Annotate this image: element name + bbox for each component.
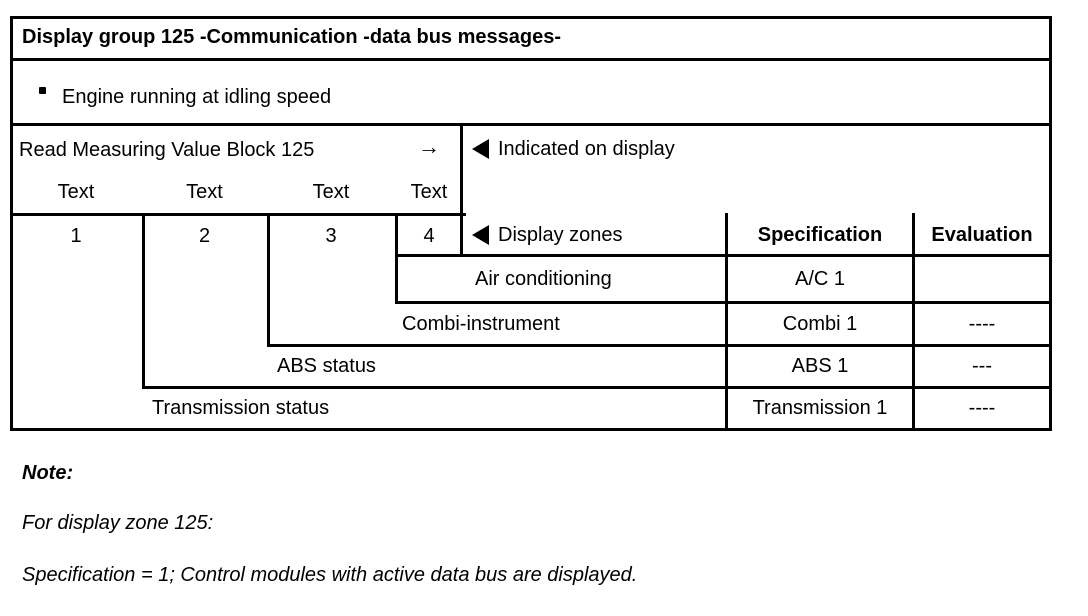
table-border-left (10, 16, 13, 431)
specification-header: Specification (757, 224, 883, 246)
text-label-col3: Text (312, 181, 350, 203)
page-title: Display group 125 -Communication -data b… (22, 26, 562, 48)
divider-col3-col4 (395, 213, 398, 304)
table-border-under-read-box (10, 213, 466, 216)
divider-col2-col3 (267, 213, 270, 347)
note-line-2: Specification = 1; Control modules with … (22, 564, 638, 586)
text-label-col2: Text (186, 181, 223, 203)
zone-number-3: 3 (325, 225, 337, 247)
zone-label-transmission-status: Transmission status (152, 397, 330, 419)
divider-col1-col2 (142, 213, 145, 389)
note-line-1: For display zone 125: (22, 512, 214, 534)
table-border-under-row-combi (267, 344, 1052, 347)
table-border-bottom (10, 428, 1052, 431)
note-heading: Note: (22, 462, 74, 484)
table-border-right (1049, 16, 1052, 431)
display-zones-label: Display zones (498, 224, 623, 246)
specification-value: Transmission 1 (752, 397, 888, 419)
text-label-col4: Text (410, 181, 448, 203)
divider-read-box-right (460, 123, 463, 257)
left-pointer-icon (472, 225, 489, 245)
zone-label-air-conditioning: Air conditioning (475, 268, 612, 290)
text-label-col1: Text (57, 181, 95, 203)
table-border-under-condition (10, 123, 1052, 126)
table-border-under-title (10, 58, 1052, 61)
evaluation-value: ---- (968, 313, 996, 335)
divider-specification-evaluation (912, 213, 915, 431)
evaluation-value: --- (972, 355, 992, 377)
table-border-under-row-abs (142, 386, 1052, 389)
indicated-on-display-label: Indicated on display (498, 138, 675, 160)
evaluation-header: Evaluation (931, 224, 1033, 246)
bullet-icon (39, 87, 46, 94)
indicated-on-display: Indicated on display (472, 137, 675, 161)
zone-label-combi-instrument: Combi-instrument (402, 313, 560, 335)
zone-number-2: 2 (198, 225, 211, 247)
zone-number-4: 4 (423, 225, 435, 247)
specification-value: ABS 1 (791, 355, 849, 377)
right-arrow-icon: → (418, 134, 440, 159)
table-border-top (10, 16, 1052, 19)
evaluation-value: ---- (968, 397, 996, 419)
zone-number-1: 1 (70, 225, 82, 247)
table-border-under-row-air (395, 301, 1052, 304)
display-zones-header: Display zones (472, 223, 623, 247)
table-border-under-header-row (395, 254, 1052, 257)
specification-value: A/C 1 (794, 268, 846, 290)
divider-zones-specification (725, 213, 728, 431)
read-block-label: Read Measuring Value Block 125 (19, 139, 315, 161)
condition-text: Engine running at idling speed (62, 86, 332, 108)
left-pointer-icon (472, 139, 489, 159)
specification-value: Combi 1 (782, 313, 858, 335)
zone-label-abs-status: ABS status (277, 355, 376, 377)
